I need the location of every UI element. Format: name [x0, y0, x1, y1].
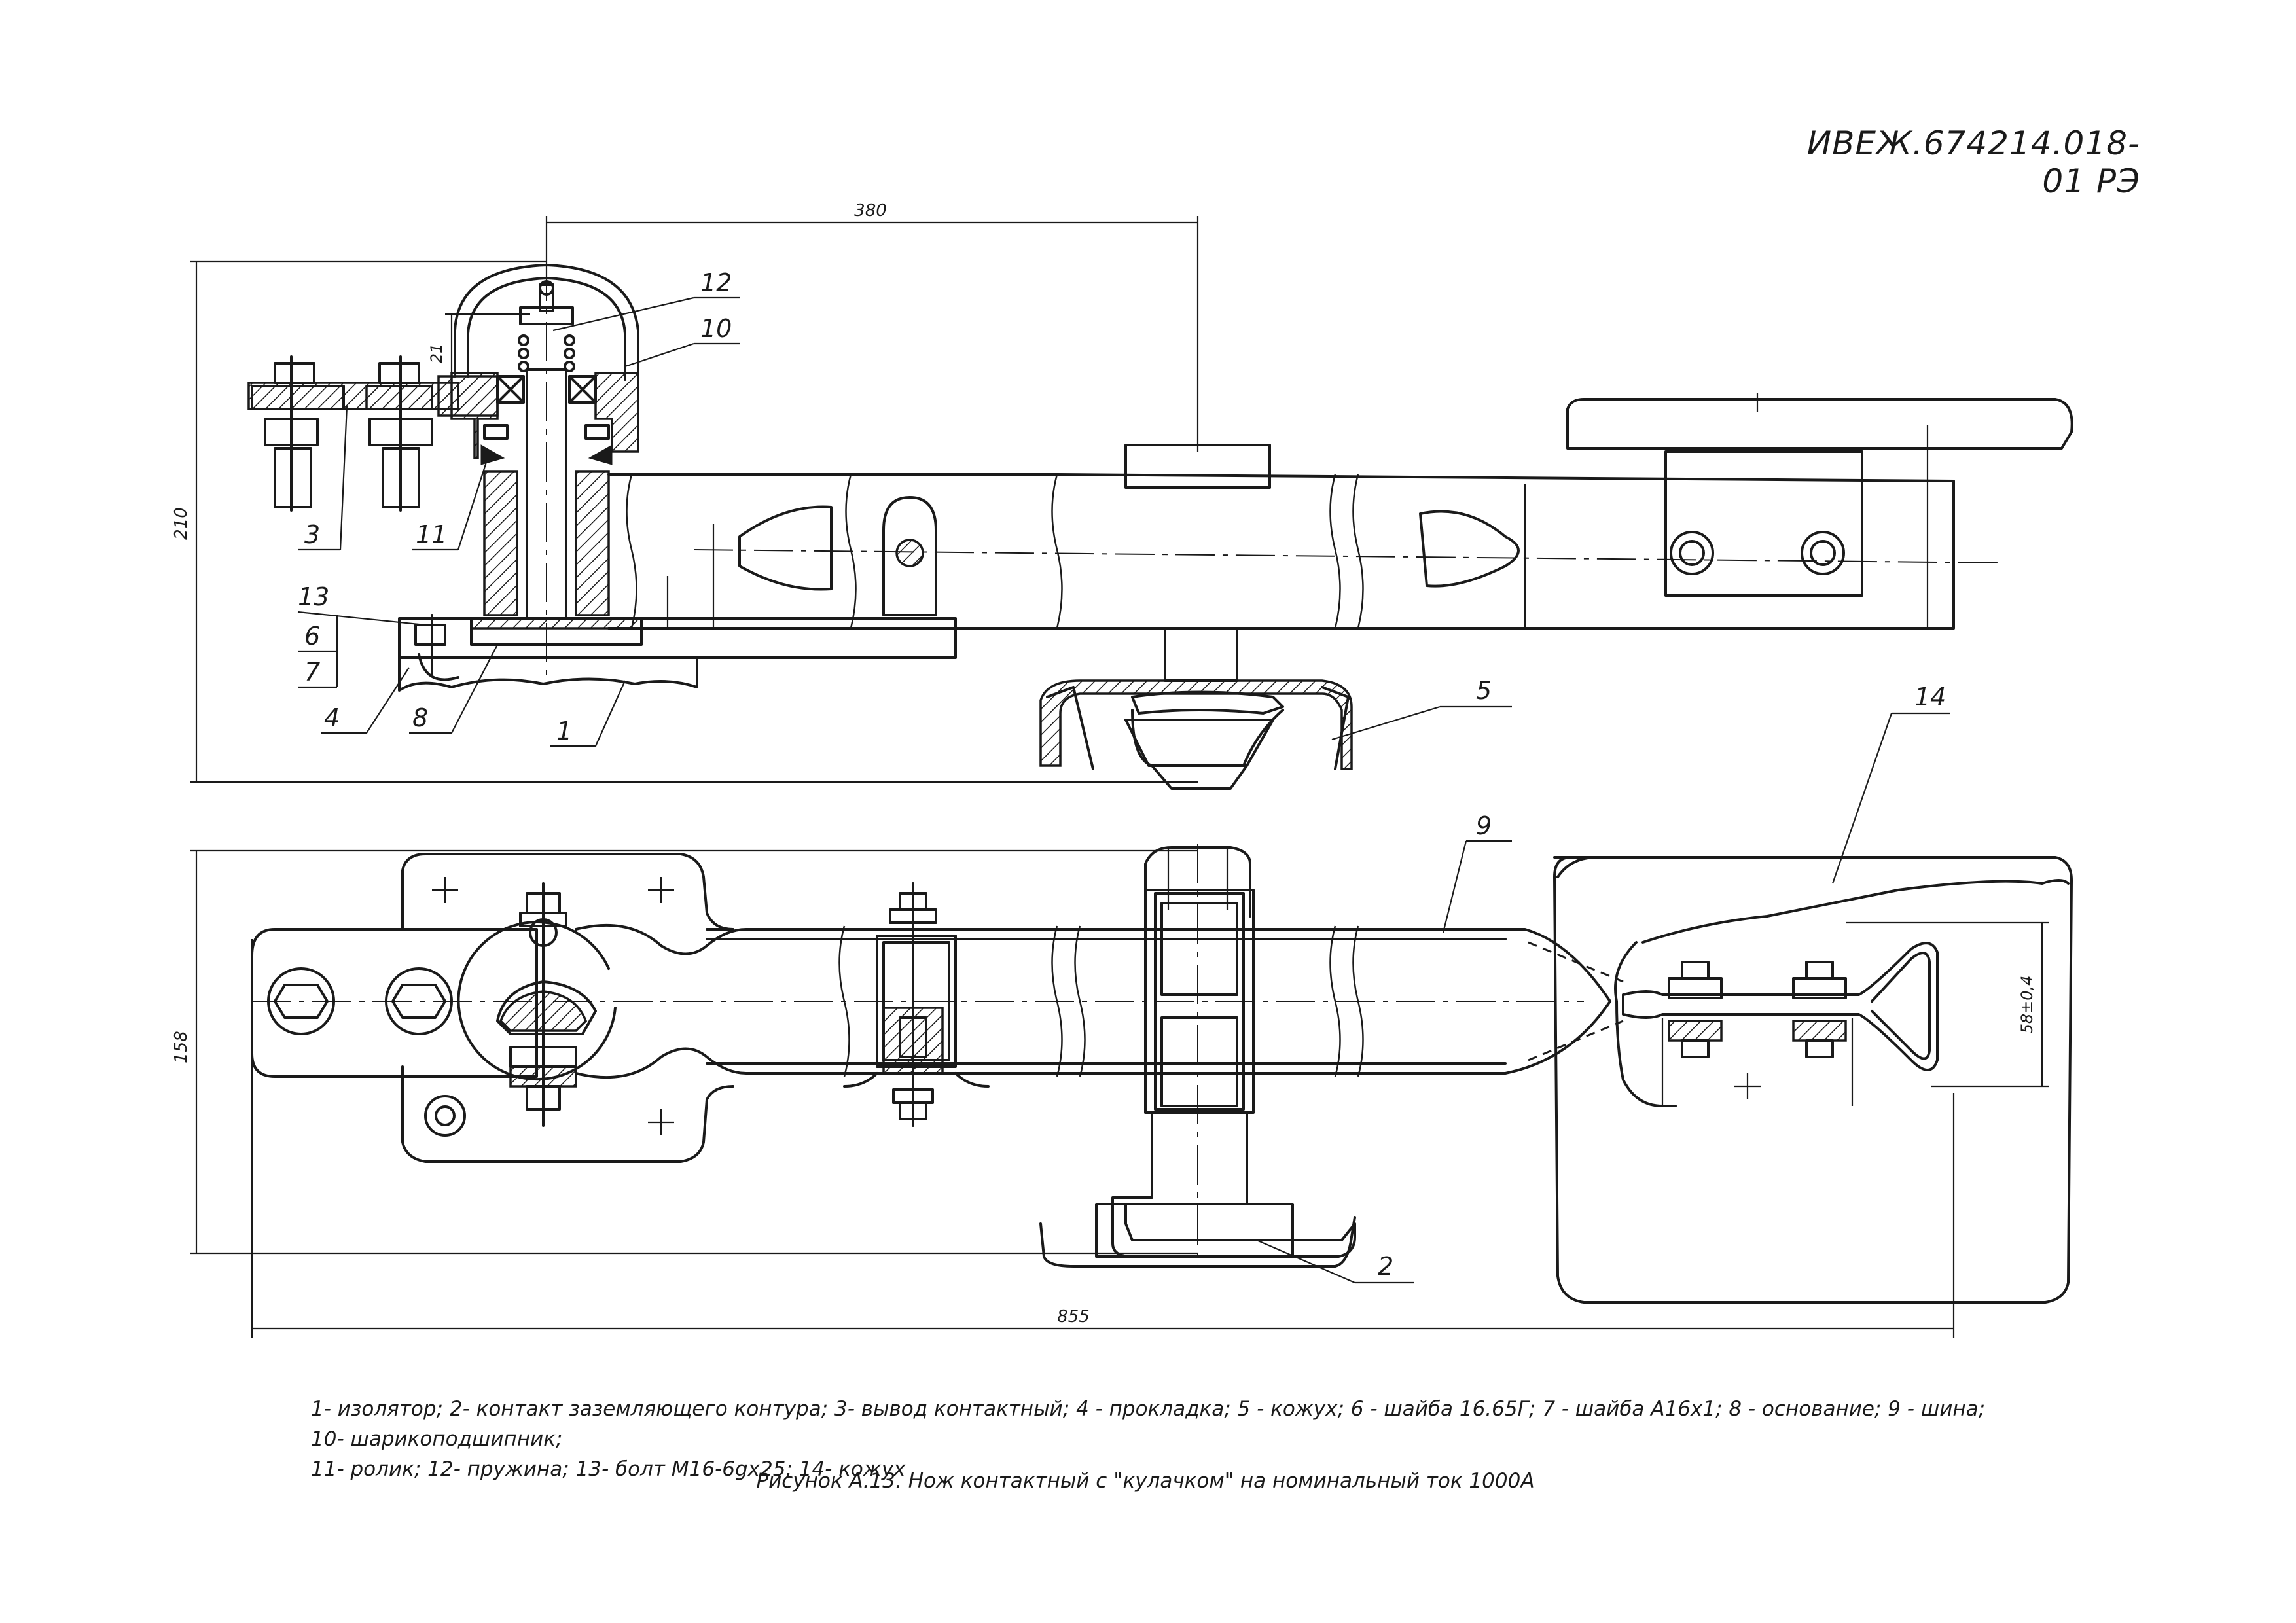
callout-3: 3	[304, 520, 320, 549]
legend-item: 11- ролик;	[311, 1457, 422, 1481]
callout-9: 9	[1476, 812, 1492, 840]
legend-item: 7 - шайба А16х1;	[1542, 1397, 1723, 1421]
callout-12: 12	[700, 268, 732, 297]
dim-158: 158	[171, 849, 1198, 1255]
bolt-right	[365, 355, 433, 512]
dim-58: 58±0,4	[1846, 921, 2049, 1088]
plan-view: 158 855 58±0,4	[171, 844, 2073, 1338]
callout-11: 11	[416, 520, 447, 549]
dim-158-text: 158	[171, 1031, 191, 1063]
dim-210: 210	[171, 260, 1198, 783]
callout-5: 5	[1476, 676, 1492, 705]
dim-58-text: 58±0,4	[2018, 976, 2036, 1034]
legend-item: 8 - основание;	[1729, 1397, 1882, 1421]
dim-21: 21	[427, 313, 530, 393]
dim-855-text: 855	[1057, 1307, 1090, 1327]
legend-item: 12- пружина;	[427, 1457, 569, 1481]
figure-caption: Рисунок А.13. Нож контактный с "кулачком…	[756, 1469, 1535, 1493]
parts-legend: 1- изолятор; 2- контакт заземляющего кон…	[311, 1394, 2078, 1484]
legend-item: 3- вывод контактный;	[834, 1397, 1070, 1421]
legend-item: 1- изолятор;	[311, 1397, 443, 1421]
bolt-left	[264, 355, 319, 512]
dim-21-text: 21	[427, 344, 446, 364]
document-code: ИВЕЖ.674214.018-01 РЭ	[1806, 124, 2140, 200]
legend-item: 14- кожух	[798, 1457, 906, 1481]
legend-item: 4 - прокладка;	[1076, 1397, 1231, 1421]
side-view: 380 210 21	[171, 201, 2073, 790]
callouts: 12 10 3 11 13 6 7 4 8 1	[297, 268, 1950, 1284]
dim-210-text: 210	[171, 507, 191, 540]
legend-item: 6 - шайба 16.65Г;	[1350, 1397, 1536, 1421]
callout-4: 4	[324, 704, 340, 732]
legend-item: 2- контакт заземляющего контура;	[449, 1397, 829, 1421]
legend-item: 13- болт М16-6gх25;	[575, 1457, 793, 1481]
callout-10: 10	[700, 314, 732, 343]
callout-13: 13	[298, 582, 329, 611]
callout-14: 14	[1914, 683, 1946, 711]
callout-2: 2	[1378, 1252, 1393, 1281]
dim-380-text: 380	[854, 201, 887, 221]
callout-8: 8	[412, 704, 428, 732]
callout-6: 6	[304, 622, 320, 651]
legend-item: 9 - шина;	[1888, 1397, 1986, 1421]
legend-item: 5 - кожух;	[1237, 1397, 1344, 1421]
callout-7: 7	[304, 658, 320, 687]
callout-1: 1	[556, 717, 572, 745]
legend-item: 10- шарикоподшипник;	[311, 1427, 563, 1451]
dim-380: 380	[545, 201, 1199, 452]
